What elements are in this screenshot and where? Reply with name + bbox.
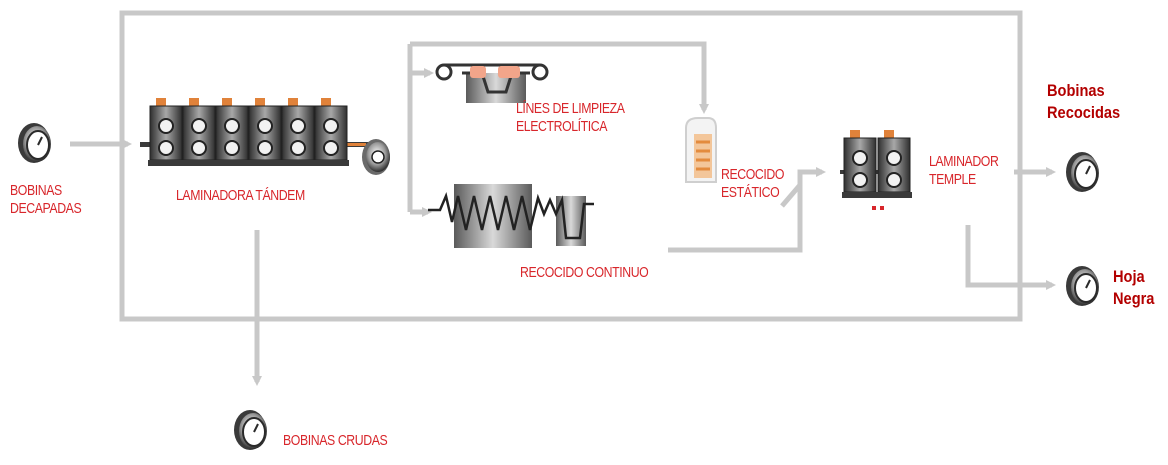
flow-arrow-static	[410, 41, 709, 114]
continuous-anneal-furnace-icon	[428, 184, 594, 248]
label-laminadora-tandem: LAMINADORA TÁNDEM	[176, 187, 305, 204]
label-recocido-estatico: RECOCIDO ESTÁTICO	[721, 166, 785, 201]
coil-icon	[1065, 265, 1100, 307]
flow-static-to-temper	[780, 183, 802, 208]
flow-lines	[70, 41, 1056, 386]
flow-arrow-hoja	[965, 225, 1056, 290]
label-bobinas-crudas: BOBINAS CRUDAS	[283, 432, 388, 449]
process-boundary-box	[119, 10, 1023, 322]
label-recocido-continuo: RECOCIDO CONTINUO	[520, 264, 649, 281]
cleaning-line-icon	[435, 63, 549, 103]
label-bobinas-decapadas: BOBINAS DECAPADAS	[10, 182, 82, 217]
label-hoja-negra: Hoja Negra	[1113, 267, 1155, 308]
label-bobinas-recocidas: Bobinas Recocidas	[1047, 81, 1121, 122]
batch-anneal-furnace-icon	[685, 117, 717, 183]
label-lineas-limpieza: LÍNES DE LIMPIEZA ELECTROLÍTICA	[516, 100, 625, 135]
tandem-mill-icon	[140, 97, 390, 175]
coil-icon	[1065, 151, 1100, 193]
flow-to-temper	[668, 167, 826, 253]
coil-icon	[17, 122, 52, 164]
label-laminador-temple: LAMINADOR TEMPLE	[929, 153, 999, 188]
coil-icon	[233, 409, 268, 451]
temper-mill-icon	[840, 129, 913, 210]
